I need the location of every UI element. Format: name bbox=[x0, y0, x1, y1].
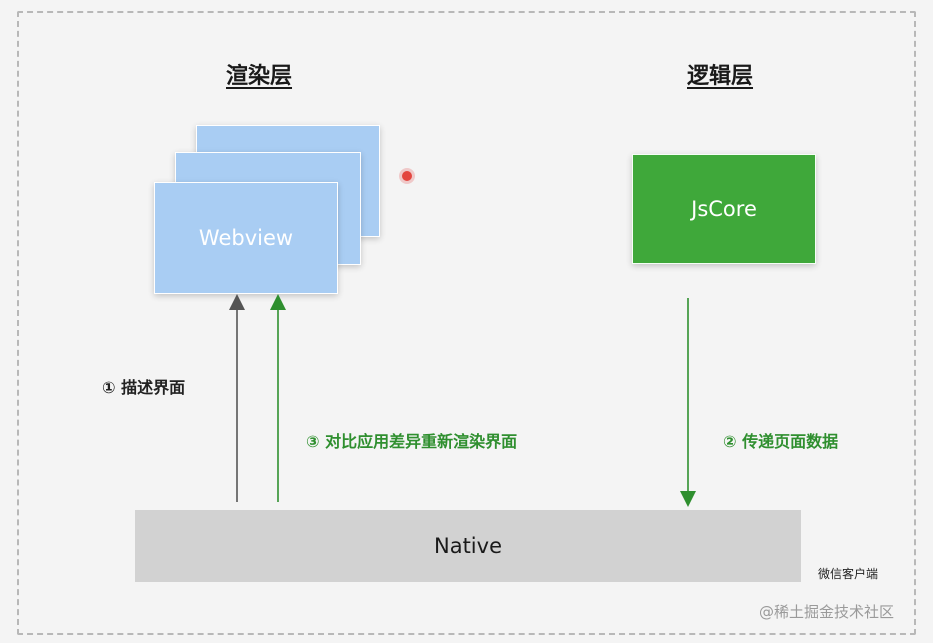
jscore-label: JsCore bbox=[691, 197, 757, 221]
label-describe-ui: ① 描述界面 bbox=[102, 378, 186, 397]
wechat-client-label: 微信客户端 bbox=[818, 567, 879, 581]
jscore-box: JsCore bbox=[632, 154, 816, 264]
render-layer-title: 渲染层 bbox=[226, 64, 293, 89]
webview-label: Webview bbox=[198, 226, 294, 250]
cursor-dot-icon bbox=[402, 171, 412, 181]
watermark: @稀土掘金技术社区 bbox=[759, 603, 895, 621]
label-diff-rerender: ③ 对比应用差异重新渲染界面 bbox=[306, 432, 518, 451]
webview-card-front: Webview bbox=[154, 182, 338, 294]
dashed-frame bbox=[17, 11, 916, 635]
native-box: Native bbox=[135, 510, 801, 582]
logic-layer-title: 逻辑层 bbox=[687, 64, 754, 89]
label-pass-page-data: ② 传递页面数据 bbox=[723, 432, 839, 451]
native-label: Native bbox=[434, 534, 502, 558]
